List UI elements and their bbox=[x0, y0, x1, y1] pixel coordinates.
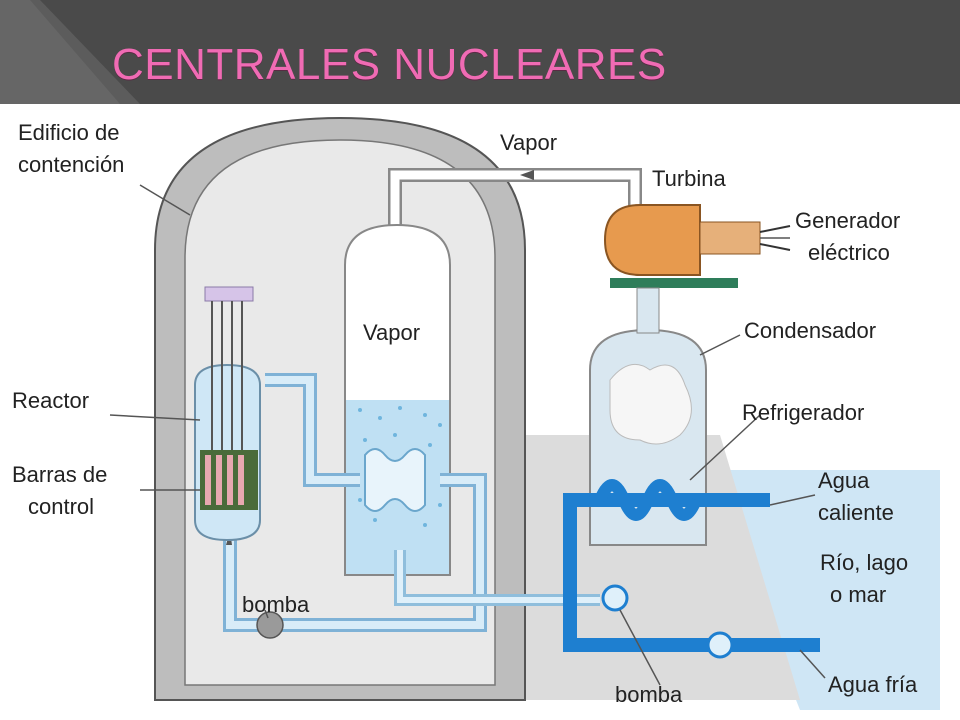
steam-arrow bbox=[520, 170, 534, 180]
generator-shaft bbox=[699, 221, 761, 255]
label-containment-2: contención bbox=[18, 152, 124, 177]
label-river-2: o mar bbox=[830, 582, 886, 607]
cooling-pump bbox=[706, 631, 734, 659]
title-bar bbox=[0, 0, 960, 104]
condensate-pump bbox=[601, 584, 629, 612]
inner-pump bbox=[256, 611, 284, 639]
control-rod-drive bbox=[204, 286, 254, 302]
label-pump-inside: bomba bbox=[242, 592, 310, 617]
label-condenser: Condensador bbox=[744, 318, 876, 343]
heat-exchanger-coil bbox=[364, 448, 426, 512]
label-generator-1: Generador bbox=[795, 208, 900, 233]
label-vapor-top: Vapor bbox=[500, 130, 557, 155]
label-cold-water: Agua fría bbox=[828, 672, 918, 697]
label-river-1: Río, lago bbox=[820, 550, 908, 575]
slide-title: CENTRALES NUCLEARES bbox=[112, 40, 667, 89]
label-cooler: Refrigerador bbox=[742, 400, 864, 425]
label-reactor: Reactor bbox=[12, 388, 89, 413]
label-vapor-inside: Vapor bbox=[363, 320, 420, 345]
turbine bbox=[603, 204, 701, 276]
turbine-base bbox=[610, 278, 738, 288]
label-generator-2: eléctrico bbox=[808, 240, 890, 265]
label-hot-water-1: Agua bbox=[818, 468, 870, 493]
cooling-coil bbox=[594, 479, 702, 521]
label-pump-bottom: bomba bbox=[615, 682, 683, 707]
label-turbine: Turbina bbox=[652, 166, 727, 191]
river-water bbox=[705, 470, 940, 710]
label-control-rods-1: Barras de bbox=[12, 462, 107, 487]
steam-cloud bbox=[609, 363, 692, 445]
label-hot-water-2: caliente bbox=[818, 500, 894, 525]
nuclear-plant-diagram: Edificio de contención Vapor Turbina Gen… bbox=[12, 116, 940, 710]
label-containment-1: Edificio de bbox=[18, 120, 120, 145]
corner-decoration bbox=[0, 0, 140, 104]
label-control-rods-2: control bbox=[28, 494, 94, 519]
